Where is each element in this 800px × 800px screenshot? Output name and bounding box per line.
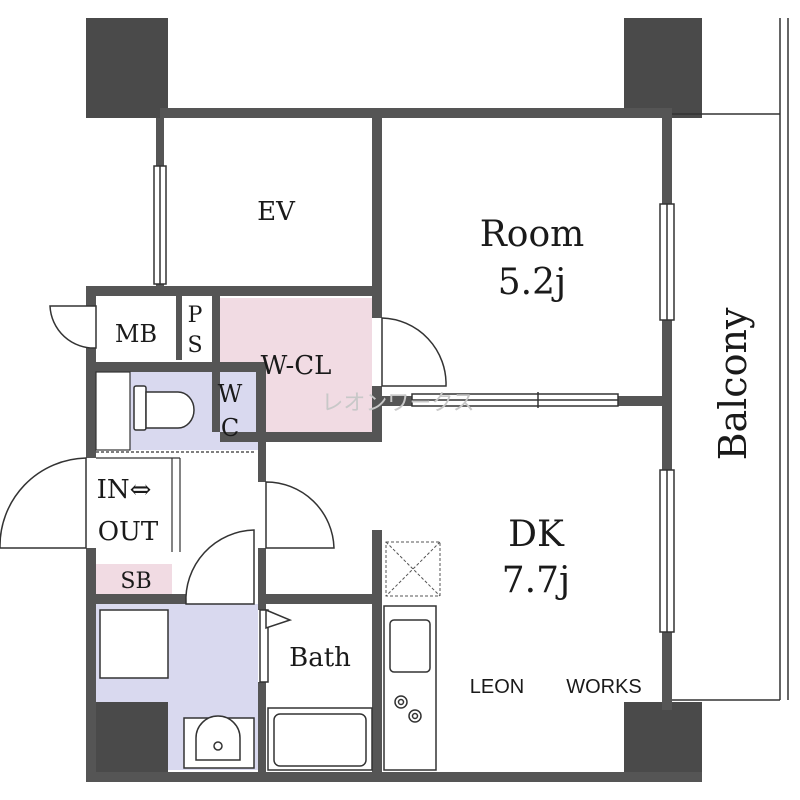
walls	[86, 108, 702, 782]
brand-works: WORKS	[566, 676, 642, 698]
window-ev	[153, 165, 167, 285]
column-bottom-right	[624, 702, 702, 782]
fridge-space-icon	[385, 541, 441, 597]
label-wcl: W-CL	[261, 351, 332, 381]
label-sb: SB	[120, 569, 151, 594]
toilet-icon	[133, 385, 195, 431]
label-mb: MB	[115, 320, 157, 348]
sb-fill	[96, 564, 172, 594]
door-swings	[0, 305, 447, 683]
column-top-left	[86, 18, 168, 118]
shoe-cabinet	[95, 371, 256, 552]
label-in-out-top: IN⇔	[97, 475, 152, 505]
kitchen-counter	[383, 605, 437, 771]
brand-leon: LEON	[470, 676, 524, 698]
label-balcony: Balcony	[711, 307, 755, 460]
bathtub-icon	[267, 707, 373, 771]
label-dk-name: DK	[508, 514, 565, 555]
balcony-outline	[672, 18, 789, 701]
label-wc-w: W	[218, 380, 243, 408]
label-bath: Bath	[289, 643, 351, 673]
label-ev: EV	[257, 197, 296, 227]
label-ps-s: S	[187, 333, 202, 358]
label-dk-size: 7.7j	[502, 560, 570, 601]
column-bottom-left	[86, 702, 168, 782]
sliding-door-room-dk	[411, 392, 619, 408]
label-room-size: 5.2j	[498, 262, 566, 303]
label-wc-c: C	[221, 414, 239, 442]
label-ps-p: P	[188, 303, 203, 328]
label-room-name: Room	[480, 214, 585, 255]
watermark: レオンワークス	[321, 391, 474, 416]
window-dk	[659, 469, 675, 633]
window-room	[659, 203, 675, 321]
column-top-right	[624, 18, 702, 118]
washbasin-icon	[99, 609, 255, 769]
label-in-out-bottom: OUT	[98, 517, 159, 547]
